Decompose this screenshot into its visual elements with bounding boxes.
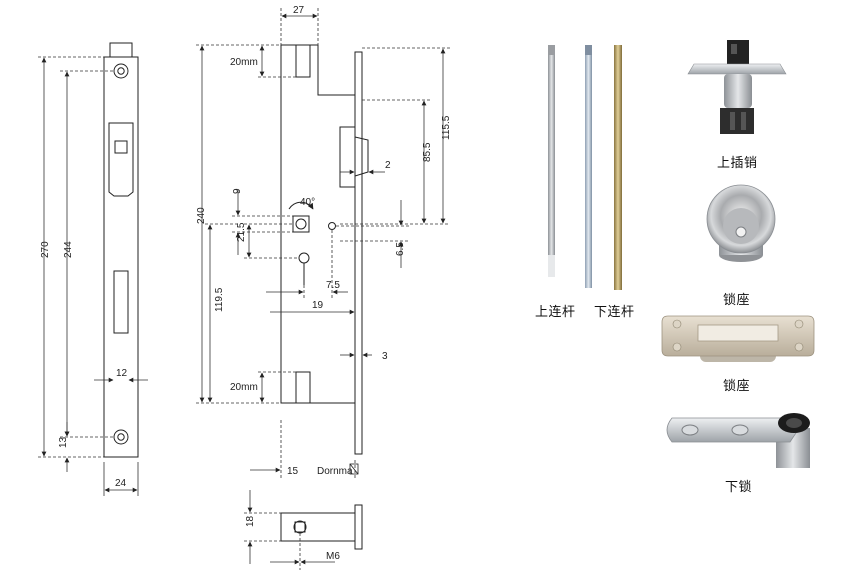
side-view bbox=[280, 44, 369, 455]
bottom-view-dimensions bbox=[244, 490, 335, 570]
top-bolt-pocket bbox=[295, 44, 311, 78]
brass-rod-image bbox=[614, 45, 622, 290]
dim-small-a: 9 bbox=[232, 188, 243, 194]
bottom-screw-hole bbox=[113, 429, 129, 445]
cam-hole bbox=[328, 222, 336, 230]
upper-bolt-caption: 上插销 bbox=[717, 156, 758, 171]
lower-rod-image bbox=[585, 45, 592, 288]
dim-angle: 40° bbox=[300, 197, 315, 208]
dim-top-width: 27 bbox=[293, 5, 305, 16]
dim-bottom-offset: 13 bbox=[58, 436, 69, 448]
bottom-view bbox=[280, 504, 363, 550]
dim-bottom-height: 18 bbox=[245, 515, 256, 527]
front-view-dimensions bbox=[38, 56, 148, 496]
cylinder-hole bbox=[298, 252, 310, 264]
dim-hole-spacing: 244 bbox=[63, 241, 74, 258]
round-lock-seat-caption: 锁座 bbox=[723, 293, 751, 308]
front-view-labels: 270 244 13 12 24 bbox=[40, 241, 128, 489]
top-tab bbox=[109, 42, 133, 58]
latch-window bbox=[108, 122, 134, 197]
dim-faceplate-thickness: 3 bbox=[382, 351, 388, 362]
dim-lower-offset: 119.5 bbox=[214, 287, 225, 312]
dim-backset: 19 bbox=[312, 300, 324, 311]
upper-rod-caption: 上连杆 bbox=[535, 305, 576, 320]
dim-spindle-distance: 21.5 bbox=[236, 222, 247, 242]
faceplate bbox=[103, 56, 139, 458]
dim-latch-protrusion: 2 bbox=[385, 160, 391, 171]
lower-lock-image bbox=[666, 413, 810, 468]
dim-follower-offset: 85.5 bbox=[422, 142, 433, 162]
side-view-dimensions bbox=[196, 8, 450, 480]
round-lock-seat-image bbox=[706, 184, 776, 262]
dim-bottom-cut: 20mm bbox=[230, 382, 258, 393]
plate-lock-seat-image bbox=[661, 315, 815, 362]
dim-pin-offset: 6.5 bbox=[395, 242, 406, 256]
bottom-bolt-pocket bbox=[295, 371, 311, 404]
dim-top-cut: 20mm bbox=[230, 57, 258, 68]
dim-slot-width: 12 bbox=[116, 368, 128, 379]
lower-lock-caption: 下锁 bbox=[725, 480, 753, 495]
dim-latch-offset: 115.5 bbox=[441, 115, 452, 140]
dim-thread: M6 bbox=[326, 551, 340, 562]
plate-lock-seat-caption: 锁座 bbox=[723, 379, 751, 394]
latch bbox=[339, 126, 356, 188]
dim-plate-width: 24 bbox=[115, 478, 127, 489]
side-view-labels: 27 20mm 20mm 240 115.5 85.5 2 40° 9 21.5… bbox=[196, 5, 452, 477]
deadbolt-slot bbox=[113, 270, 129, 334]
dim-total-height: 270 bbox=[40, 241, 51, 258]
upper-rod-image bbox=[548, 45, 555, 277]
side-faceplate bbox=[354, 51, 363, 455]
lower-rod-caption: 下连杆 bbox=[594, 305, 635, 320]
front-view bbox=[103, 42, 139, 458]
dim-backset-small: 7.5 bbox=[326, 280, 340, 291]
lock-body bbox=[280, 44, 356, 404]
spindle-square bbox=[292, 215, 310, 233]
dim-bottom-backset: 15 bbox=[287, 466, 299, 477]
brand-mark: Dornma bbox=[317, 466, 353, 477]
top-screw-hole bbox=[113, 63, 129, 79]
upper-bolt-image bbox=[687, 40, 787, 134]
dim-body-height: 240 bbox=[196, 207, 207, 224]
